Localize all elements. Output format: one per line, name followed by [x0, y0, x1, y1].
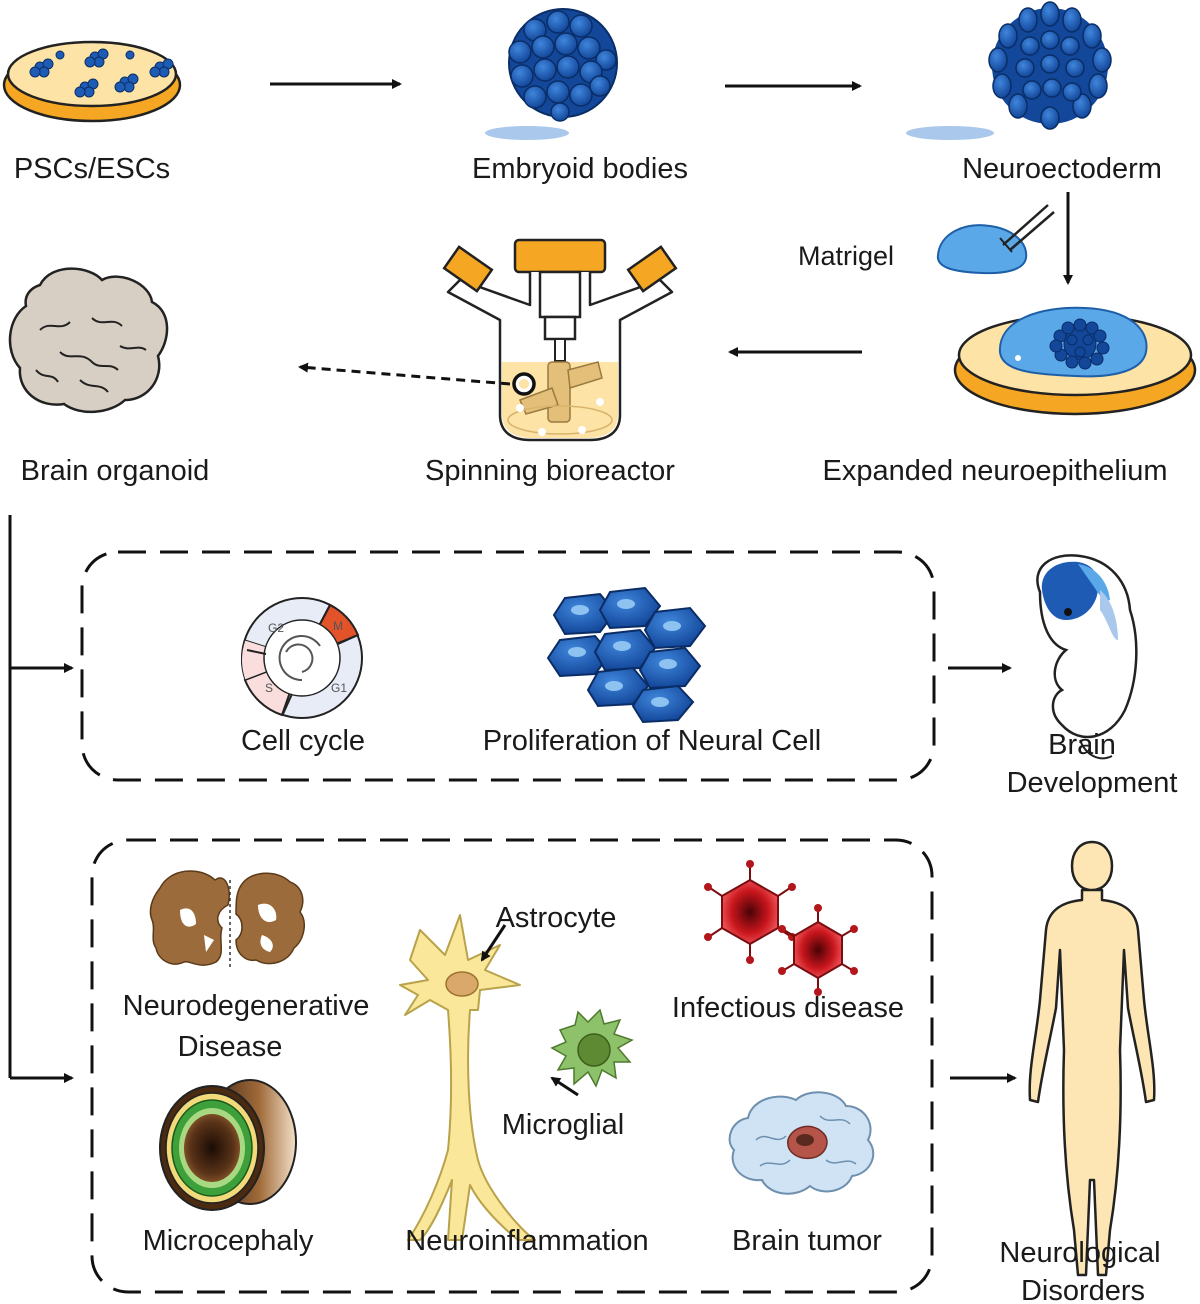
label-expanded-neuroepithelium: Expanded neuroepithelium — [822, 455, 1167, 487]
label-proliferation: Proliferation of Neural Cell — [483, 725, 821, 757]
microglia-pointer — [550, 1076, 579, 1097]
phase-g2: G2 — [268, 621, 284, 635]
human-body-icon — [1028, 840, 1156, 1277]
microglia-icon — [550, 1008, 634, 1088]
label-brain-tumor: Brain tumor — [732, 1225, 882, 1257]
label-embryoid-bodies: Embryoid bodies — [472, 153, 688, 185]
microcephaly-icon — [159, 1079, 297, 1211]
spinning-bioreactor-icon — [442, 238, 678, 442]
label-spinning-bioreactor: Spinning bioreactor — [425, 455, 675, 487]
expanded-neuroepithelium-icon — [953, 306, 1197, 416]
label-pscs: PSCs/ESCs — [14, 153, 170, 185]
brain-organoid-icon — [8, 267, 169, 414]
phase-g1: G1 — [331, 681, 347, 695]
astrocyte-pointer — [480, 924, 507, 962]
phase-m: M — [333, 619, 343, 633]
cell-cycle-icon: G2 M S G1 — [241, 597, 363, 719]
psc-dish-icon — [2, 40, 182, 123]
label-infectious-disease: Infectious disease — [672, 992, 904, 1024]
label-astrocyte: Astrocyte — [496, 902, 617, 934]
disorders-box — [90, 838, 934, 1294]
label-microcephaly: Microcephaly — [143, 1225, 314, 1257]
development-box — [80, 550, 936, 782]
phase-s: S — [265, 681, 273, 695]
label-brain: Brain — [1048, 729, 1116, 761]
neurodegenerative-brain-icon — [149, 870, 306, 970]
dashed-arrow — [298, 362, 511, 386]
brain-tumor-icon — [728, 1091, 875, 1195]
label-neuroinflammation: Neuroinflammation — [405, 1225, 648, 1257]
neuroectoderm-icon — [906, 1, 1112, 140]
label-neurological: Neurological — [999, 1237, 1160, 1269]
label-disorders: Disorders — [1021, 1275, 1145, 1304]
label-neuroectoderm: Neuroectoderm — [962, 153, 1162, 185]
label-disease: Disease — [178, 1031, 283, 1063]
virus-icon — [704, 860, 858, 996]
label-matrigel: Matrigel — [798, 241, 894, 271]
neural-cells-icon — [546, 586, 707, 724]
label-neurodegenerative: Neurodegenerative — [123, 990, 370, 1022]
embryoid-body-icon — [485, 8, 618, 140]
embryo-icon — [1036, 554, 1138, 760]
label-cell-cycle: Cell cycle — [241, 725, 365, 757]
label-development: Development — [1007, 767, 1178, 799]
label-microglial: Microglial — [502, 1109, 624, 1141]
label-brain-organoid: Brain organoid — [21, 455, 210, 487]
astrocyte-icon — [399, 914, 536, 1241]
matrigel-icon — [936, 204, 1055, 275]
